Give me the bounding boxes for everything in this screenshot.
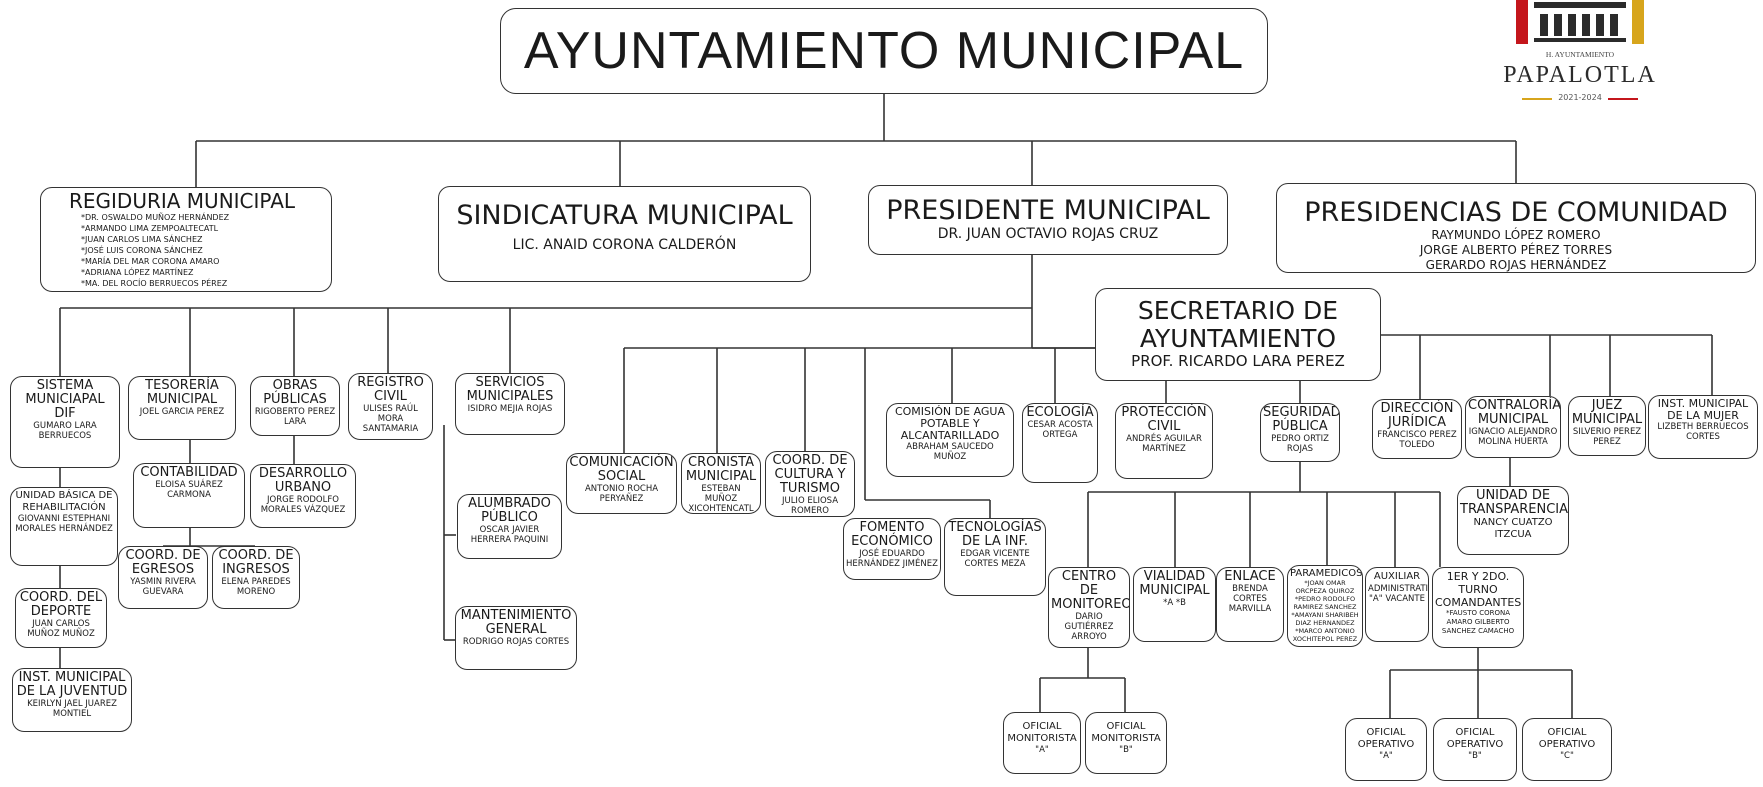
- unit-oficial-monitorista-a: OFICIAL MONITORISTA"A": [1003, 712, 1081, 774]
- unit-oficial-operativo-a: OFICIAL OPERATIVO"A": [1345, 718, 1427, 781]
- regiduria-box: REGIDURIA MUNICIPAL *DR. OSWALDO MUÑOZ H…: [40, 187, 332, 292]
- presidencias-name: GERARDO ROJAS HERNÁNDEZ: [1425, 258, 1607, 272]
- secretario-box: SECRETARIO DE AYUNTAMIENTO PROF. RICARDO…: [1095, 288, 1381, 381]
- presidente-name: DR. JUAN OCTAVIO ROJAS CRUZ: [937, 226, 1159, 242]
- logo-red-bar: [1608, 98, 1638, 100]
- sindicatura-box: SINDICATURA MUNICIPAL LIC. ANAID CORONA …: [438, 186, 811, 282]
- municipal-emblem-icon: [1516, 0, 1644, 44]
- secretario-name: PROF. RICARDO LARA PEREZ: [1131, 352, 1345, 370]
- unit-paramedicos: PARAMEDICOS*JOAN OMAR ORCPEZA QUIROZ *PE…: [1287, 565, 1363, 647]
- regiduria-member: *MARÍA DEL MAR CORONA AMARO: [81, 257, 220, 266]
- logo-gold-bar: [1522, 98, 1552, 100]
- regiduria-member: *MA. DEL ROCÍO BERRUECOS PÉREZ: [81, 279, 228, 288]
- unit-turno: 1ER Y 2DO. TURNO COMANDANTES*FAUSTO CORO…: [1432, 567, 1524, 648]
- regiduria-member: *DR. OSWALDO MUÑOZ HERNÁNDEZ: [81, 213, 230, 222]
- regiduria-title: REGIDURIA MUNICIPAL: [69, 189, 296, 213]
- papalotla-logo: H. AYUNTAMIENTO PAPALOTLA 2021-2024: [1500, 0, 1660, 120]
- presidente-title: PRESIDENTE MUNICIPAL: [886, 195, 1210, 226]
- unit-tecnologias: TECNOLOGÍAS DE LA INF.EDGAR VICENTE CORT…: [944, 518, 1046, 596]
- unit-vialidad: VIALIDAD MUNICIPAL*A *B: [1133, 567, 1216, 642]
- regiduria-members: *DR. OSWALDO MUÑOZ HERNÁNDEZ *ARMANDO LI…: [43, 212, 329, 289]
- main-title: AYUNTAMIENTO MUNICIPAL: [500, 8, 1268, 94]
- unit-agua: COMISIÓN DE AGUA POTABLE Y ALCANTARILLAD…: [886, 403, 1014, 477]
- presidencias-name: JORGE ALBERTO PÉREZ TORRES: [1419, 243, 1613, 257]
- logo-subtitle: H. AYUNTAMIENTO: [1545, 50, 1615, 59]
- regiduria-member: *JUAN CARLOS LIMA SÁNCHEZ: [81, 235, 203, 244]
- sindicatura-name: LIC. ANAID CORONA CALDERÓN: [512, 237, 737, 253]
- unit-oficial-monitorista-b: OFICIAL MONITORISTA"B": [1085, 712, 1167, 774]
- presidente-box: PRESIDENTE MUNICIPAL DR. JUAN OCTAVIO RO…: [868, 185, 1228, 255]
- unit-oficial-operativo-b: OFICIAL OPERATIVO"B": [1433, 718, 1517, 781]
- regiduria-member: *JOSÉ LUIS CORONA SÁNCHEZ: [81, 246, 203, 255]
- presidencias-title: PRESIDENCIAS DE COMUNIDAD: [1304, 197, 1728, 228]
- logo-years: 2021-2024: [1558, 93, 1602, 102]
- regiduria-member: *ARMANDO LIMA ZEMPOALTECATL: [81, 224, 219, 233]
- unit-oficial-operativo-c: OFICIAL OPERATIVO"C": [1522, 718, 1612, 781]
- unit-auxiliar: AUXILIARADMINISTRATIVO "A" VACANTE: [1365, 567, 1429, 642]
- secretario-title: SECRETARIO DE AYUNTAMIENTO: [1137, 296, 1339, 353]
- sindicatura-title: SINDICATURA MUNICIPAL: [456, 200, 793, 231]
- regiduria-member: *ADRIANA LÓPEZ MARTÍNEZ: [81, 268, 194, 277]
- presidencias-box: PRESIDENCIAS DE COMUNIDAD RAYMUNDO LÓPEZ…: [1276, 183, 1756, 273]
- presidencias-name: RAYMUNDO LÓPEZ ROMERO: [1431, 228, 1601, 242]
- logo-name: PAPALOTLA: [1503, 62, 1657, 88]
